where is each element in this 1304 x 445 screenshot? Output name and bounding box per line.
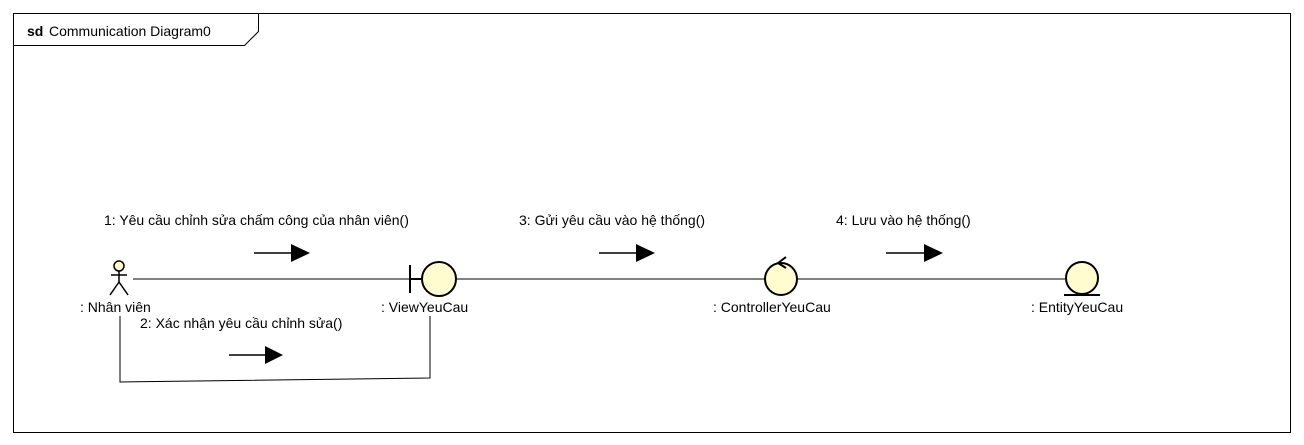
diagram-frame (13, 13, 1291, 433)
entity-icon[interactable] (1064, 261, 1100, 296)
message-2-label[interactable]: 2: Xác nhận yêu cầu chỉnh sửa() (140, 315, 342, 331)
message-3-label[interactable]: 3: Gửi yêu cầu vào hệ thống() (519, 212, 705, 228)
link-actor-view-return[interactable] (119, 316, 431, 383)
message-1-label[interactable]: 1: Yêu cầu chỉnh sửa chấm công của nhân … (104, 212, 409, 228)
boundary-icon[interactable] (409, 261, 457, 297)
message-3-arrow-icon (599, 244, 655, 262)
frame-title: Communication Diagram0 (49, 23, 211, 39)
lifeline-label-actor: : Nhân viên (80, 299, 151, 315)
control-icon[interactable] (764, 256, 798, 296)
frame-title-tab (13, 13, 259, 46)
lifeline-label-controller: : ControllerYeuCau (713, 299, 831, 315)
message-1-arrow-icon (254, 244, 310, 262)
message-4-label[interactable]: 4: Lưu vào hệ thống() (836, 212, 971, 228)
lifeline-label-entity: : EntityYeuCau (1031, 299, 1123, 315)
actor-icon[interactable] (109, 260, 129, 296)
message-4-arrow-icon (886, 244, 943, 262)
message-2-arrow-icon (229, 346, 283, 364)
lifeline-label-view: : ViewYeuCau (381, 299, 468, 315)
frame-keyword: sd (27, 23, 43, 39)
